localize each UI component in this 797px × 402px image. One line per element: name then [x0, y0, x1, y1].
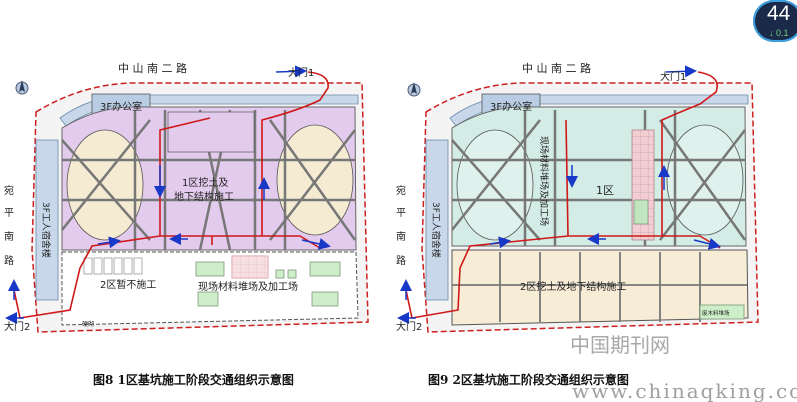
- svg-text:南: 南: [396, 230, 406, 243]
- dorm-label: 3F工人宿舍楼: [40, 202, 52, 258]
- svg-text:宛: 宛: [396, 184, 406, 197]
- svg-text:南: 南: [4, 230, 14, 243]
- gate-2-label: 大门2: [4, 320, 30, 333]
- zone-2-area: [451, 249, 749, 326]
- temp-sheds: [83, 257, 143, 275]
- figure-9-caption: 图9 2区基坑施工阶段交通组织示意图: [428, 372, 629, 387]
- figure-8: 中 山 南 二 路 大门1 3F办公室 1区挖土及 地下结构施工 2区暂不施工 …: [4, 62, 369, 387]
- small-label: 废木料堆场: [702, 309, 730, 317]
- svg-text:平: 平: [396, 208, 406, 219]
- zone-2-struts: [452, 252, 747, 322]
- badge-sub: ↓ 0.1: [769, 28, 789, 38]
- traffic-route: [13, 71, 329, 319]
- gate-1-label: 大门1: [288, 66, 314, 79]
- figure-8-caption: 图8 1区基坑施工阶段交通组织示意图: [93, 372, 294, 387]
- zone-2-label: 2区挖土及地下结构施工: [520, 280, 626, 293]
- office-label: 3F办公室: [100, 100, 142, 113]
- zone-1-label-b: 地下结构施工: [174, 190, 234, 203]
- perimeter-building-left: [35, 139, 59, 301]
- yard-vertical-label: 现场材料堆场及加工场: [538, 136, 550, 226]
- perimeter-building-left: [425, 139, 449, 301]
- material-yard: [195, 261, 341, 307]
- direction-arrows: [397, 65, 721, 324]
- office-label: 3F办公室: [490, 100, 532, 113]
- dorm-label: 3F工人宿舍楼: [430, 202, 442, 258]
- yard-label: 现场材料堆场及加工场: [198, 280, 298, 293]
- road-side-label: 宛 平 南 路: [396, 184, 406, 267]
- traffic-route: [405, 71, 721, 319]
- figure-9: 中 山 南 二 路 大门1 3F办公室 1区 2区挖土及地下结构施工 废木料堆场…: [396, 62, 759, 387]
- score-badge: 44 ↓ 0.1: [753, 0, 797, 42]
- svg-text:路: 路: [396, 254, 406, 267]
- zone-2-label: 2区暂不施工: [100, 278, 156, 291]
- watermark-url: www.chinaqking.com: [572, 379, 797, 402]
- small-label: 硬砌: [82, 320, 94, 328]
- svg-text:宛: 宛: [4, 184, 14, 197]
- svg-text:3F工人宿舍楼: 3F工人宿舍楼: [40, 202, 52, 258]
- compass-icon: [15, 80, 29, 95]
- direction-arrows: [5, 65, 331, 324]
- gate-2-label: 大门2: [396, 320, 422, 333]
- road-top-label: 中 山 南 二 路: [118, 62, 187, 75]
- compass-icon: [407, 82, 421, 97]
- svg-text:路: 路: [4, 254, 14, 267]
- svg-text:平: 平: [4, 208, 14, 219]
- support-struts: [451, 110, 747, 246]
- zone-1-label: 1区: [596, 184, 614, 197]
- road-side-label: 宛 平 南 路: [4, 184, 14, 267]
- road-top-label: 中 山 南 二 路: [522, 62, 591, 75]
- badge-number: 44: [767, 2, 791, 25]
- zone-1-pit-left: [66, 129, 144, 241]
- gate-1-label: 大门1: [660, 70, 686, 83]
- zone-1-label-a: 1区挖土及: [182, 176, 228, 189]
- watermark-cn: 中国期刊网: [570, 333, 670, 357]
